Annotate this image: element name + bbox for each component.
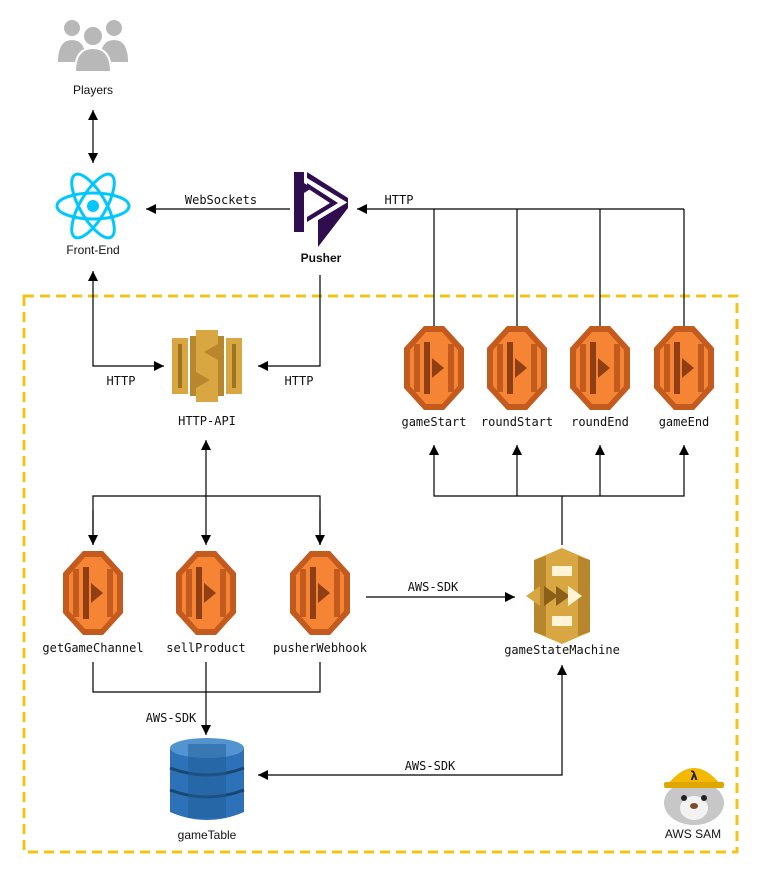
roundstart-label: roundStart bbox=[481, 415, 553, 429]
edge-sfn-gameend bbox=[562, 445, 689, 497]
lambda-gameend: gameEnd bbox=[654, 326, 714, 429]
pusher-node: Pusher bbox=[294, 172, 348, 265]
sellproduct-label: sellProduct bbox=[166, 641, 245, 655]
edge-table-sfn bbox=[258, 665, 567, 780]
lambda-icon bbox=[654, 326, 714, 410]
lambda-icon bbox=[570, 326, 630, 410]
lambda-sellproduct: sellProduct bbox=[166, 551, 246, 655]
label-http-left: HTTP bbox=[107, 374, 136, 388]
pusherwebhook-label: pusherWebhook bbox=[273, 641, 368, 655]
frontend-label: Front-End bbox=[66, 243, 119, 257]
gamestatemachine-label: gameStateMachine bbox=[504, 643, 620, 657]
edge-sfn-gamestart bbox=[429, 445, 563, 545]
pusher-icon bbox=[294, 172, 348, 247]
label-aws-sdk-sfn: AWS-SDK bbox=[408, 580, 459, 594]
gamestatemachine-node: gameStateMachine bbox=[504, 548, 620, 657]
label-aws-sdk-table: AWS-SDK bbox=[146, 711, 197, 725]
users-icon bbox=[58, 20, 128, 73]
http-api-label: HTTP-API bbox=[178, 414, 236, 428]
lambda-roundend: roundEnd bbox=[570, 326, 630, 429]
gametable-node: gameTable bbox=[169, 738, 245, 842]
aws-sam-squirrel-icon: λ bbox=[664, 768, 724, 825]
lambda-icon bbox=[487, 326, 547, 410]
edges bbox=[88, 110, 689, 780]
lambda-icon bbox=[176, 551, 236, 635]
roundend-label: roundEnd bbox=[571, 415, 629, 429]
lambda-pusherwebhook: pusherWebhook bbox=[273, 551, 368, 655]
label-http-pusher: HTTP bbox=[385, 193, 414, 207]
http-api-node: HTTP-API bbox=[172, 330, 242, 428]
aws-sam-boundary bbox=[22, 294, 739, 854]
gamestart-label: gameStart bbox=[401, 415, 466, 429]
players-node: Players bbox=[58, 20, 128, 97]
lambda-roundstart: roundStart bbox=[481, 326, 553, 429]
dynamodb-icon bbox=[169, 738, 245, 820]
lambda-icon bbox=[63, 551, 123, 635]
gametable-label: gameTable bbox=[178, 828, 237, 842]
lambda-getgamechannel: getGameChannel bbox=[42, 551, 144, 655]
lambda-icon bbox=[404, 326, 464, 410]
step-functions-icon bbox=[526, 548, 590, 644]
label-websockets: WebSockets bbox=[185, 193, 257, 207]
pusher-label: Pusher bbox=[301, 251, 342, 265]
frontend-node: Front-End bbox=[55, 172, 131, 257]
label-http-right: HTTP bbox=[285, 374, 314, 388]
label-aws-sdk-sfn-table: AWS-SDK bbox=[405, 759, 456, 773]
players-label: Players bbox=[73, 83, 113, 97]
lambda-icon bbox=[290, 551, 350, 635]
aws-sam-node: λ AWS SAM bbox=[664, 768, 724, 841]
getgamechannel-label: getGameChannel bbox=[42, 641, 143, 655]
lambda-gamestart: gameStart bbox=[401, 326, 467, 429]
edge-frontend-api bbox=[88, 271, 164, 371]
gameend-label: gameEnd bbox=[659, 415, 710, 429]
svg-text:λ: λ bbox=[690, 769, 698, 783]
aws-sam-label: AWS SAM bbox=[665, 827, 721, 841]
react-icon bbox=[55, 172, 131, 240]
api-gateway-icon bbox=[172, 330, 242, 402]
edge-pusher-api bbox=[258, 275, 321, 371]
